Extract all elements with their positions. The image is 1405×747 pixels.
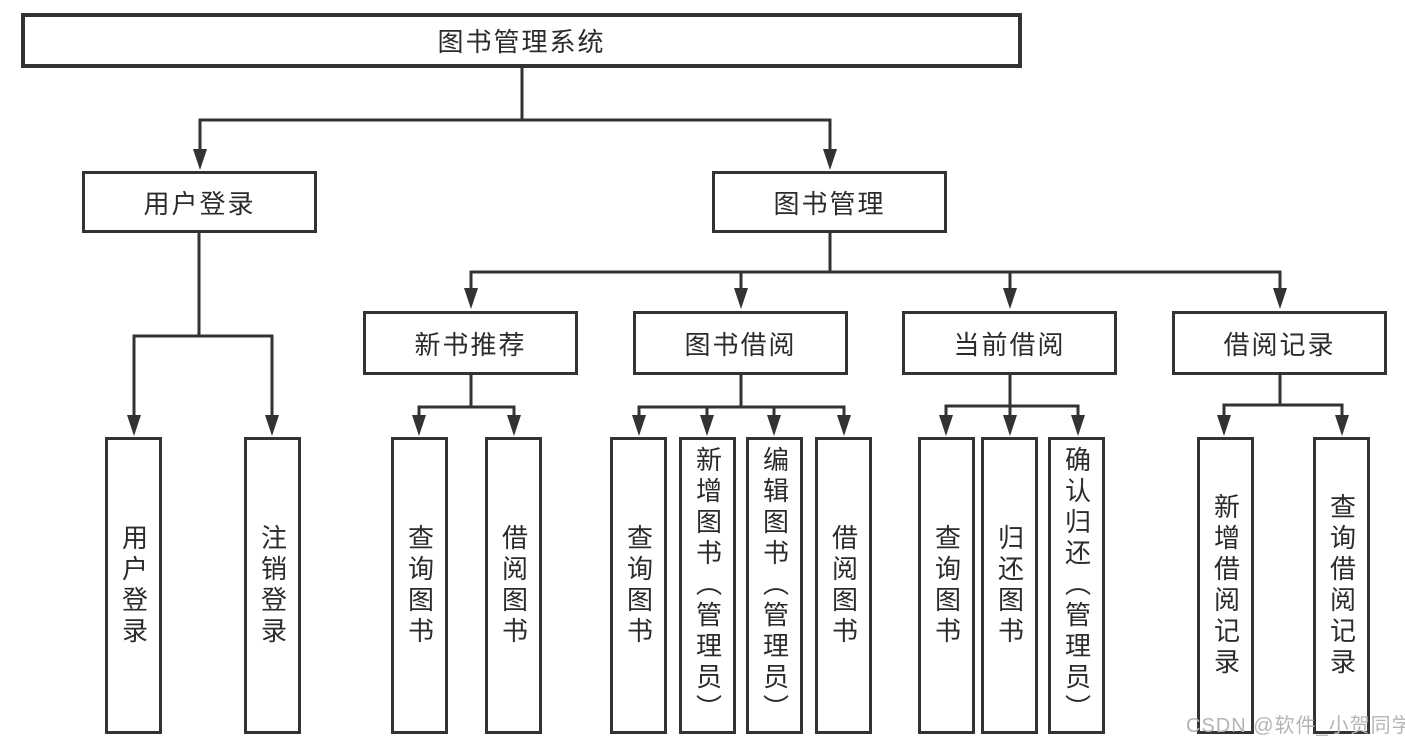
- node-book-management-label: 图书管理: [773, 188, 886, 219]
- arrow-icon: [939, 415, 953, 436]
- arrow-icon: [507, 415, 521, 436]
- arrow-icon: [464, 288, 478, 309]
- node-new-book-recommend: 新书推荐: [363, 311, 578, 375]
- arrow-icon: [265, 415, 279, 436]
- arrow-icon: [734, 288, 748, 309]
- leaf-current-return: 归还图书: [981, 437, 1038, 734]
- leaf-user-login: 用户登录: [105, 437, 162, 734]
- arrow-icon: [1335, 415, 1349, 436]
- node-new-book-recommend-label: 新书推荐: [414, 329, 527, 360]
- node-current-borrow-label: 当前借阅: [953, 329, 1066, 360]
- leaf-records-add-label: 新增借阅记录: [1210, 492, 1241, 679]
- leaf-borrow-edit-admin-label: 编辑图书（管理员）: [759, 446, 790, 725]
- arrow-icon: [412, 415, 426, 436]
- leaf-records-query: 查询借阅记录: [1313, 437, 1370, 734]
- node-book-management: 图书管理: [712, 171, 947, 233]
- leaf-logout-label: 注销登录: [257, 523, 288, 648]
- leaf-user-login-label: 用户登录: [118, 523, 149, 648]
- node-root-label: 图书管理系统: [437, 27, 606, 57]
- leaf-current-return-label: 归还图书: [994, 523, 1025, 648]
- arrow-icon: [632, 415, 646, 436]
- leaf-logout: 注销登录: [244, 437, 301, 734]
- csdn-watermark: CSDN @软件_小贺同学: [1186, 715, 1405, 737]
- leaf-borrow-book: 借阅图书: [815, 437, 872, 734]
- leaf-borrow-add-admin-label: 新增图书（管理员）: [692, 446, 723, 725]
- node-root: 图书管理系统: [21, 13, 1022, 68]
- node-borrow-records: 借阅记录: [1172, 311, 1387, 375]
- arrow-icon: [823, 149, 837, 170]
- leaf-current-confirm-admin: 确认归还（管理员）: [1048, 437, 1105, 734]
- leaf-borrow-book-label: 借阅图书: [828, 523, 859, 648]
- arrow-icon: [1217, 415, 1231, 436]
- node-book-borrow-label: 图书借阅: [684, 329, 797, 360]
- arrow-icon: [193, 149, 207, 170]
- node-book-borrow: 图书借阅: [633, 311, 848, 375]
- arrow-icon: [837, 415, 851, 436]
- arrow-icon: [767, 415, 781, 436]
- arrow-icon: [127, 415, 141, 436]
- arrow-icon: [1273, 288, 1287, 309]
- leaf-borrow-query-label: 查询图书: [623, 523, 654, 648]
- leaf-newbooks-query-label: 查询图书: [404, 523, 435, 648]
- leaf-current-query-label: 查询图书: [931, 523, 962, 648]
- arrow-icon: [1071, 415, 1085, 436]
- leaf-borrow-add-admin: 新增图书（管理员）: [679, 437, 736, 734]
- arrow-icon: [700, 415, 714, 436]
- node-user-login: 用户登录: [82, 171, 317, 233]
- arrow-icon: [1003, 415, 1017, 436]
- leaf-records-add: 新增借阅记录: [1197, 437, 1254, 734]
- connector-paths: [132, 64, 1344, 419]
- leaf-borrow-edit-admin: 编辑图书（管理员）: [746, 437, 803, 734]
- arrowheads: [127, 149, 1349, 436]
- leaf-newbooks-borrow: 借阅图书: [485, 437, 542, 734]
- arrow-icon: [1003, 288, 1017, 309]
- leaf-newbooks-query: 查询图书: [391, 437, 448, 734]
- leaf-borrow-query: 查询图书: [610, 437, 667, 734]
- node-borrow-records-label: 借阅记录: [1223, 329, 1336, 360]
- leaf-current-query: 查询图书: [918, 437, 975, 734]
- leaf-newbooks-borrow-label: 借阅图书: [498, 523, 529, 648]
- node-current-borrow: 当前借阅: [902, 311, 1117, 375]
- leaf-records-query-label: 查询借阅记录: [1326, 492, 1357, 679]
- leaf-current-confirm-admin-label: 确认归还（管理员）: [1061, 446, 1092, 725]
- node-user-login-label: 用户登录: [143, 188, 256, 219]
